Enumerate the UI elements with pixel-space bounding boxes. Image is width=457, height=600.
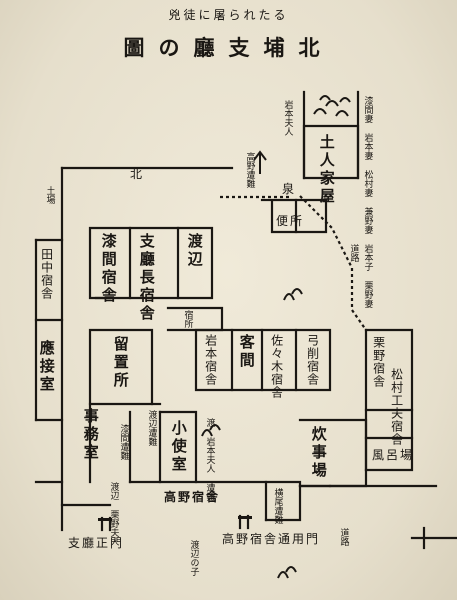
note-corridor: 渡 岩本夫人 遭難 (204, 418, 215, 501)
room-bath: 風呂場 (372, 448, 415, 462)
urushima-incident-mark: 漆間遭難 (118, 424, 129, 460)
note-tuchiba: 土場 (44, 186, 55, 204)
note-road: 道路 (348, 244, 359, 262)
room-kitchen: 炊事場 (309, 426, 328, 480)
north-label: 北 (130, 167, 145, 181)
room-detention: 留置所 (111, 336, 130, 390)
shrub-icon (283, 288, 303, 301)
note-takano-path: 高野遭難 (244, 152, 255, 188)
page-title: 圖の廳支埔北 (123, 35, 334, 60)
room-yuge-quarters: 弓削宿舎 (305, 334, 320, 386)
shrub-icon (313, 95, 351, 117)
shrub-icon (201, 424, 221, 437)
room-watanabe: 渡辺 (185, 233, 204, 269)
note-bottom-right: 道路 (338, 528, 349, 546)
room-lodging: 宿所 (182, 310, 193, 328)
room-matsumura-quarters: 松村工夫宿舎 (389, 368, 404, 446)
room-guest: 客間 (237, 334, 256, 370)
gate-takano-label: 高野宿舎通用門 (222, 532, 321, 546)
room-chief-quarters: 支廳長宿舎 (137, 233, 156, 323)
shrub-icon (277, 566, 297, 579)
room-urushima-quarters: 漆間宿舎 (99, 233, 118, 305)
room-iwamoto-quarters: 岩本宿舎 (203, 334, 218, 386)
toilet-label: 便所 (276, 214, 305, 228)
room-servant: 小使室 (169, 420, 188, 474)
note-wives: 漆間妻 岩本妻 松村妻 兼野妻 岩本子 栗野妻 (362, 96, 373, 308)
room-reception: 應接室 (37, 340, 56, 394)
note-iwamoto-path: 岩本夫人 (282, 100, 293, 136)
note-watanabe-child: 渡辺の子 (188, 540, 199, 576)
room-kurino-quarters: 栗野宿舎 (371, 336, 386, 388)
fountain-label: 泉 (282, 182, 297, 196)
gate-main-label: 支廳正門 (68, 536, 125, 550)
room-sasaki-quarters: 佐々木宿舎 (269, 334, 284, 399)
yokoo-incident-mark: 横尾遭難 (272, 488, 283, 524)
note-kurino-wife: 渡辺 栗野夫人 (108, 482, 119, 546)
aboriginal-house: 土人家屋 (317, 134, 336, 206)
room-takano-quarters: 高野宿舎 (164, 490, 221, 504)
room-office: 事務室 (81, 408, 100, 462)
room-tanaka-quarters: 田中宿舎 (39, 248, 54, 300)
watanabe-incident-mark: 渡辺遭難 (146, 410, 157, 446)
tree-icon (253, 150, 267, 174)
page-caption: 兇徒に屠られたる (168, 8, 289, 22)
